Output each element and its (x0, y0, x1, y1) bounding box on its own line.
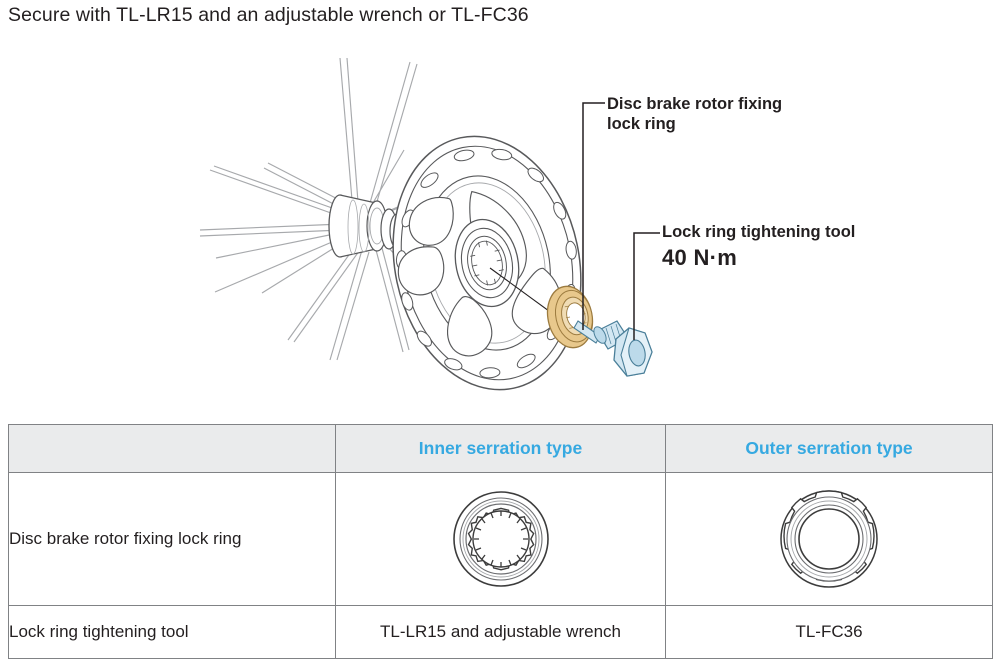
page-title: Secure with TL-LR15 and an adjustable wr… (8, 4, 529, 26)
cell-inner-serration-tool: TL-LR15 and adjustable wrench (335, 605, 666, 659)
callout-rotor-lock-ring-line2: lock ring (607, 115, 676, 134)
outer-serration-lock-ring-icon (780, 490, 878, 588)
lock-ring-type-table: Inner serration type Outer serration typ… (8, 424, 993, 659)
table-header-blank (8, 424, 336, 473)
callout-lock-ring-tool-label: Lock ring tightening tool (662, 223, 856, 241)
row-label-lock-ring: Disc brake rotor fixing lock ring (8, 472, 336, 606)
assembly-illustration (0, 40, 1000, 415)
lock-ring-tightening-tool-part (573, 320, 653, 377)
row-label-tightening-tool: Lock ring tightening tool (8, 605, 336, 659)
inner-serration-lock-ring-icon (452, 491, 549, 587)
callout-rotor-lock-ring: Disc brake rotor fixing lock ring (607, 94, 837, 134)
cell-inner-serration-ring-image (335, 472, 666, 606)
cell-outer-serration-tool: TL-FC36 (665, 605, 993, 659)
table-row: Disc brake rotor fixing lock ring (8, 472, 993, 606)
callout-rotor-lock-ring-line1: Disc brake rotor fixing (607, 95, 783, 113)
table-header-outer-serration: Outer serration type (665, 424, 993, 473)
callout-lock-ring-tool: Lock ring tightening tool 40 N·m (662, 222, 912, 272)
table-row: Lock ring tightening tool TL-LR15 and ad… (8, 605, 993, 659)
table-header-inner-serration: Inner serration type (335, 424, 666, 473)
callout-leader-lines (582, 102, 660, 340)
lock-ring-part (546, 285, 594, 349)
torque-spec-value: 40 N·m (662, 245, 738, 271)
disc-brake-rotor (392, 135, 582, 391)
cell-outer-serration-ring-image (665, 472, 993, 606)
table-header-row: Inner serration type Outer serration typ… (8, 424, 993, 473)
